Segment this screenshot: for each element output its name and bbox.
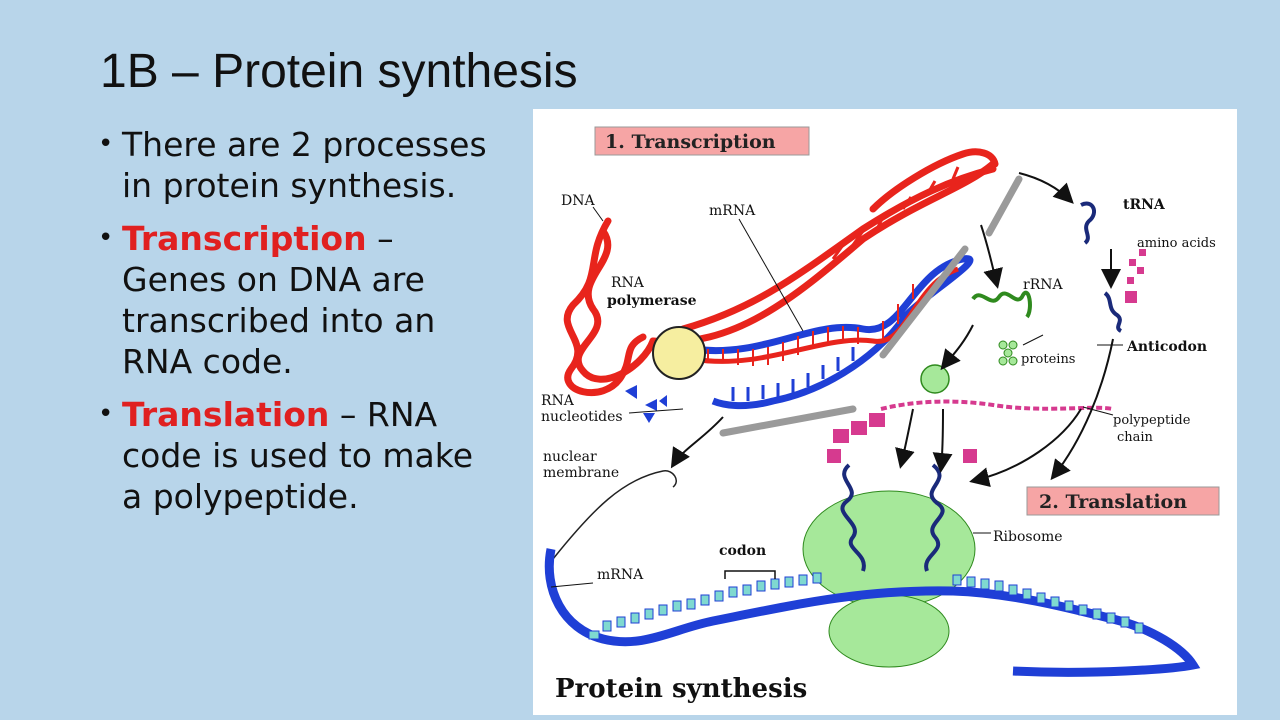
bullet-list: There are 2 processes in protein synthes… [98, 124, 498, 529]
rrna-molecule [971, 290, 1032, 319]
figure-labels: DNA mRNA RNA polymerase RNA nucleotides … [541, 193, 1216, 583]
dna-rungs [831, 166, 960, 260]
figure-caption: Protein synthesis [555, 674, 807, 704]
rna-polymerase-label-line1: RNA [611, 275, 645, 291]
rna-polymerase-label-line2: polymerase [607, 293, 697, 309]
ribosome-label: Ribosome [993, 529, 1063, 545]
trna-label: tRNA [1123, 197, 1166, 213]
bullet-text: – RNA code is used to make a polypeptide… [122, 395, 473, 516]
ribosome-subunit [920, 364, 950, 394]
proteins-label: proteins [1021, 352, 1075, 367]
bullet-text: There are 2 processes in protein synthes… [122, 125, 487, 205]
trna-on-ribosome [840, 463, 945, 572]
anticodon-label: Anticodon [1126, 339, 1207, 355]
bullet-item: Translation – RNA code is used to make a… [98, 394, 498, 517]
slide-title: 1B – Protein synthesis [100, 45, 578, 98]
rna-nucleotides-label-line1: RNA [541, 393, 575, 409]
nuclear-membrane-label-line1: nuclear [543, 449, 597, 465]
nuclear-membrane-label-line2: membrane [543, 465, 619, 481]
transcription-step-label: 1. Transcription [594, 126, 810, 156]
rna-nucleotides-label-line2: nucleotides [541, 409, 623, 425]
rna-polymerase [652, 326, 706, 380]
mrna-bottom-label: mRNA [597, 567, 644, 583]
svg-text:2. Translation: 2. Translation [1039, 491, 1187, 513]
bullet-text: – Genes on DNA are transcribed into an R… [122, 219, 436, 381]
rrna-label: rRNA [1023, 277, 1063, 293]
rna-nucleotides [625, 385, 667, 423]
trna-molecule [1080, 201, 1123, 333]
amino-acids-label: amino acids [1137, 236, 1216, 251]
translation-step-label: 2. Translation [1026, 486, 1220, 516]
dna-helix [563, 148, 999, 397]
flow-arrows [670, 172, 1121, 487]
svg-text:1. Transcription: 1. Transcription [605, 131, 776, 153]
nuclear-membrane [719, 175, 1023, 437]
codon-bracket [724, 570, 776, 579]
polypeptide-label-line2: chain [1117, 430, 1154, 445]
mrna-transcription-strand [692, 255, 974, 410]
bullet-term: Transcription [122, 219, 367, 258]
dna-label: DNA [561, 193, 595, 209]
polypeptide-label-line1: polypeptide [1113, 413, 1191, 428]
bullet-item: Transcription – Genes on DNA are transcr… [98, 218, 498, 382]
polypeptide-chain [827, 399, 1114, 463]
membrane-outline [552, 470, 677, 560]
protein-synthesis-diagram: 1. Transcription 2. Translation [541, 126, 1220, 704]
mrna-translation-strand [544, 548, 1201, 677]
ribosome [802, 490, 976, 668]
bullet-item: There are 2 processes in protein synthes… [98, 124, 498, 206]
amino-acid-group [1125, 249, 1146, 303]
bullet-term: Translation [122, 395, 330, 434]
pointer-lines [550, 206, 1123, 588]
protein-cluster [998, 340, 1018, 366]
mrna-top-label: mRNA [709, 203, 756, 219]
codon-label: codon [719, 543, 766, 559]
protein-synthesis-figure: 1. Transcription 2. Translation [533, 109, 1237, 715]
